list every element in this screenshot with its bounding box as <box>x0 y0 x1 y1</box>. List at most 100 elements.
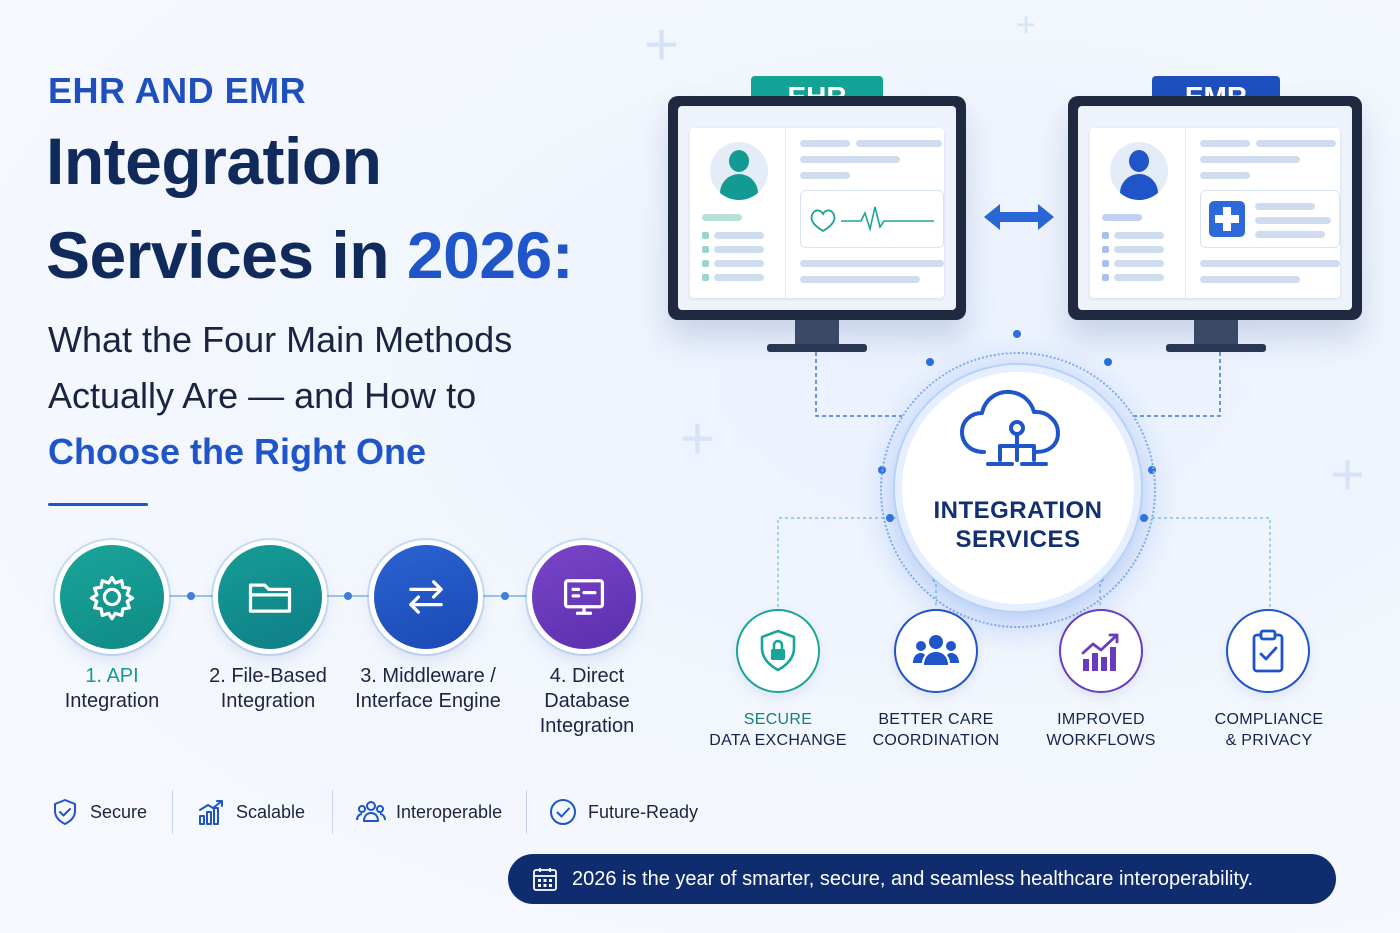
method-database-icon-circle <box>532 545 636 649</box>
cloud-network-icon <box>954 384 1080 484</box>
subtitle-line3: Choose the Right One <box>48 431 426 472</box>
hub-label-line1: INTEGRATION <box>933 497 1103 524</box>
ehr-to-hub-line <box>815 352 902 417</box>
feature-secure-label: Secure <box>90 801 148 822</box>
shield-check-icon <box>54 799 76 825</box>
benefit-workflow-bubble <box>1059 609 1143 693</box>
footer-banner: 2026 is the year of smarter, secure, and… <box>508 854 1336 904</box>
benefit-compliance-label: COMPLIANCE & PRIVACY <box>1184 709 1354 751</box>
benefit-compliance-line2: & PRIVACY <box>1225 732 1313 749</box>
emr-monitor <box>1068 96 1362 320</box>
benefit-secure-line1: SECURE <box>743 711 813 728</box>
calendar-icon <box>533 868 557 891</box>
benefit-workflow-line2: WORKFLOWS <box>1046 732 1156 749</box>
emr-record-card <box>1090 128 1340 298</box>
ehr-monitor-base <box>767 344 867 352</box>
method-api-label: 1. API Integration <box>27 664 197 714</box>
method-connector <box>478 592 532 600</box>
feature-secure: Secure <box>50 794 147 830</box>
medical-cross-icon <box>1209 201 1245 237</box>
method-file-number: 2. File-Based <box>209 665 327 687</box>
hub-label: INTEGRATION SERVICES <box>902 496 1134 554</box>
emr-monitor-stand <box>1194 320 1238 346</box>
ehr-monitor-stand <box>795 320 839 346</box>
bar-chart-up-icon <box>1081 633 1119 671</box>
method-api-icon-circle <box>60 545 164 649</box>
method-database-number: 4. Direct <box>549 665 625 687</box>
hub-label-line2: SERVICES <box>955 526 1081 553</box>
benefit-care-bubble <box>894 609 978 693</box>
headline-title-line2: Services in 2026: <box>46 222 574 288</box>
banner-text: 2026 is the year of smarter, secure, and… <box>572 867 1254 890</box>
benefit-compliance-line1: COMPLIANCE <box>1214 711 1324 728</box>
people-icon <box>356 801 386 822</box>
decorative-plus-icon: + <box>644 11 680 78</box>
integration-hub <box>902 372 1134 604</box>
emr-screen <box>1078 106 1352 310</box>
method-database-label: 4. Direct Database Integration <box>502 664 672 739</box>
bidirectional-arrow-icon <box>982 200 1056 239</box>
decorative-plus-icon: + <box>1330 441 1366 508</box>
headline-title-main: Services in <box>46 218 407 292</box>
hub-dotted-ring <box>880 352 1156 628</box>
gear-icon <box>89 575 135 621</box>
method-file-label: 2. File-Based Integration <box>183 664 353 714</box>
ehr-vitals-panel <box>800 190 944 248</box>
emr-medical-panel <box>1200 190 1340 248</box>
headline-title-year: 2026: <box>406 218 574 292</box>
method-middleware-number: 3. Middleware / <box>360 665 496 687</box>
feature-scalable: Scalable <box>196 794 305 830</box>
benefit-secure-line2: DATA EXCHANGE <box>709 732 847 749</box>
ehr-sidebar <box>690 128 786 298</box>
growth-chart-icon <box>199 800 223 825</box>
method-api-text: Integration <box>64 690 160 712</box>
headline-kicker: EHR AND EMR <box>48 70 307 111</box>
folder-icon <box>248 583 292 613</box>
decorative-plus-icon: + <box>680 405 716 472</box>
check-circle-icon <box>550 799 576 825</box>
ehr-patient-avatar <box>710 142 768 200</box>
emr-to-hub-line <box>1134 352 1221 417</box>
feature-separator <box>526 790 527 834</box>
headline-title-line1: Integration <box>46 124 382 198</box>
benefit-workflow-label: IMPROVED WORKFLOWS <box>1016 709 1186 751</box>
method-middleware-label: 3. Middleware / Interface Engine <box>343 664 513 714</box>
method-middleware-icon-circle <box>374 545 478 649</box>
decorative-plus-icon: + <box>1016 6 1036 44</box>
feature-interoperable-label: Interoperable <box>396 801 503 822</box>
feature-separator <box>332 790 333 834</box>
shield-lock-icon <box>760 629 796 672</box>
emr-patient-avatar <box>1110 142 1168 200</box>
heartbeat-icon <box>810 206 934 233</box>
feature-future-ready-label: Future-Ready <box>588 801 699 822</box>
ehr-monitor <box>668 96 966 320</box>
ehr-screen <box>678 106 956 310</box>
feature-scalable-label: Scalable <box>236 801 306 822</box>
benefit-care-label: BETTER CARE COORDINATION <box>851 709 1021 751</box>
method-file-text: Integration <box>220 690 316 712</box>
team-icon <box>913 635 959 665</box>
swap-arrows-icon <box>409 580 443 614</box>
benefit-secure-bubble <box>736 609 820 693</box>
emr-monitor-base <box>1166 344 1266 352</box>
benefit-secure-label: SECURE DATA EXCHANGE <box>693 709 863 751</box>
feature-interoperable: Interoperable <box>356 794 502 830</box>
ehr-record-card <box>690 128 944 298</box>
method-connector <box>322 592 374 600</box>
headline-divider <box>48 503 148 506</box>
method-file-icon-circle <box>218 545 322 649</box>
method-middleware-text: Interface Engine <box>355 690 501 712</box>
database-monitor-icon <box>563 579 605 615</box>
benefit-workflow-line1: IMPROVED <box>1057 711 1145 728</box>
benefit-compliance-bubble <box>1226 609 1310 693</box>
feature-separator <box>172 790 173 834</box>
clipboard-check-icon <box>1252 629 1284 673</box>
subtitle-line1: What the Four Main Methods <box>48 319 513 360</box>
method-database-text2: Integration <box>539 715 635 737</box>
emr-sidebar <box>1090 128 1186 298</box>
feature-future-ready: Future-Ready <box>548 794 698 830</box>
benefit-care-line1: BETTER CARE <box>878 711 994 728</box>
benefit-care-line2: COORDINATION <box>872 732 1000 749</box>
method-api-number: 1. API <box>85 665 139 687</box>
method-connector <box>164 592 218 600</box>
